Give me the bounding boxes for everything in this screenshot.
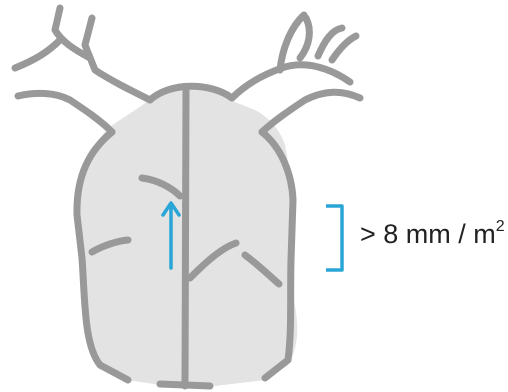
annotation-superscript: 2 (496, 218, 505, 235)
right-branch-up-2 (300, 18, 309, 58)
right-branch-lower (262, 92, 360, 132)
septum-line (185, 90, 186, 386)
bracket-icon (326, 206, 342, 270)
right-branch-up-4 (332, 36, 356, 60)
annotation-prefix: > 8 mm / m (360, 219, 496, 249)
left-branch-main (18, 93, 112, 132)
left-branch-outer (15, 40, 60, 68)
size-annotation: > 8 mm / m2 (360, 221, 505, 248)
left-branch-upper (85, 18, 150, 100)
